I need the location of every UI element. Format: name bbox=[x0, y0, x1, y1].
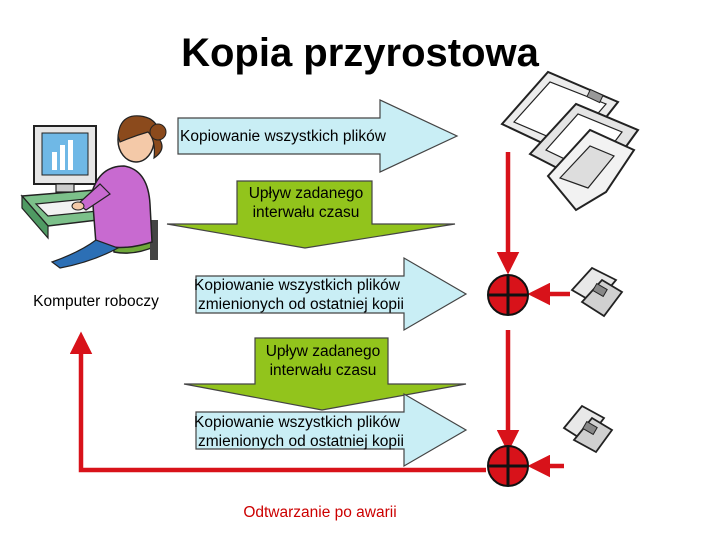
incremental-label-2-line1: Kopiowanie wszystkich plików bbox=[194, 414, 401, 431]
interval-label-1-line2: interwału czasu bbox=[253, 204, 360, 221]
merge-plus-icon bbox=[487, 274, 529, 316]
incremental-label-1-line1: Kopiowanie wszystkich plików bbox=[194, 277, 401, 294]
recovery-label: Odtwarzanie po awarii bbox=[243, 504, 396, 521]
interval-label-2-line1: Upływ zadanego bbox=[266, 343, 381, 360]
full-copy-label: Kopiowanie wszystkich plików bbox=[180, 128, 387, 145]
full-copy-arrow bbox=[177, 99, 459, 173]
recovery-flow bbox=[69, 152, 570, 478]
incremental-label-2-line2: zmienionych od ostatniej kopii bbox=[198, 433, 404, 450]
incremental-copy-arrow-2 bbox=[195, 392, 468, 468]
floppy-disks-stack-icon bbox=[500, 70, 640, 212]
floppy-disk-small-icon bbox=[570, 266, 624, 318]
workstation-label: Komputer roboczy bbox=[33, 293, 159, 310]
interval-label-2-line2: interwału czasu bbox=[270, 362, 377, 379]
incremental-copy-arrow-1 bbox=[195, 256, 468, 332]
restore-return-arrow bbox=[69, 331, 486, 473]
workstation-illustration bbox=[20, 115, 167, 269]
page-title: Kopia przyrostowa bbox=[181, 31, 540, 75]
incremental-label-1-line2: zmienionych od ostatniej kopii bbox=[198, 296, 404, 313]
interval-arrow-1 bbox=[166, 180, 456, 249]
interval-arrow-2 bbox=[183, 337, 467, 411]
interval-label-1-line1: Upływ zadanego bbox=[249, 185, 364, 202]
floppy-disk-small-icon bbox=[562, 404, 614, 454]
merge-plus-icon bbox=[487, 445, 529, 487]
